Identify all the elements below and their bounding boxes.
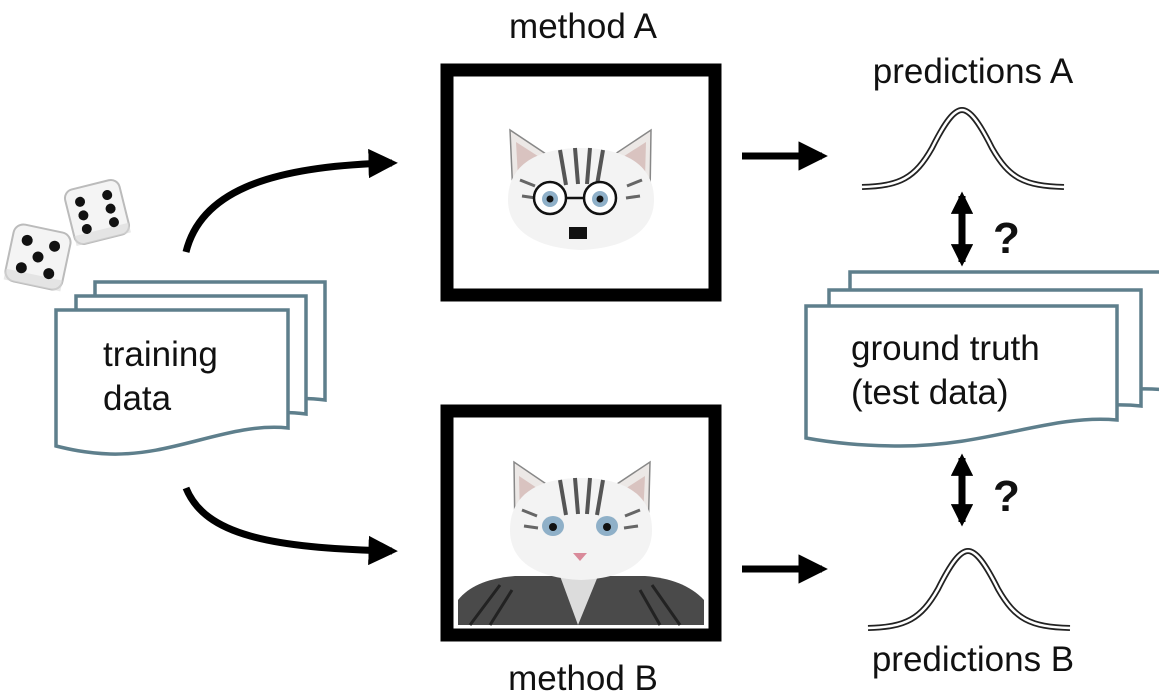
cat-judge-image xyxy=(458,460,704,626)
arrow-training-to-method-a xyxy=(182,148,398,253)
training-data-label-line1: training xyxy=(103,335,218,374)
dice-icon xyxy=(3,178,131,292)
ground-truth-stack xyxy=(804,270,1159,448)
predictions-b-title: predictions B xyxy=(872,640,1074,679)
question-mark-top: ? xyxy=(993,214,1020,263)
method-a-title: method A xyxy=(509,7,658,46)
ground-truth-label-line2: (test data) xyxy=(851,373,1009,412)
gaussian-curve-icon xyxy=(867,547,1071,631)
method-b-title: method B xyxy=(508,659,658,694)
cat-glasses-image xyxy=(508,128,654,250)
arrow-training-to-method-b xyxy=(182,486,398,566)
question-mark-bottom: ? xyxy=(993,472,1020,521)
gaussian-curve-icon xyxy=(861,106,1065,190)
training-data-stack xyxy=(54,280,327,456)
predictions-a-title: predictions A xyxy=(873,52,1074,91)
training-data-label-line2: data xyxy=(103,379,172,418)
ground-truth-label-line1: ground truth xyxy=(851,329,1040,368)
